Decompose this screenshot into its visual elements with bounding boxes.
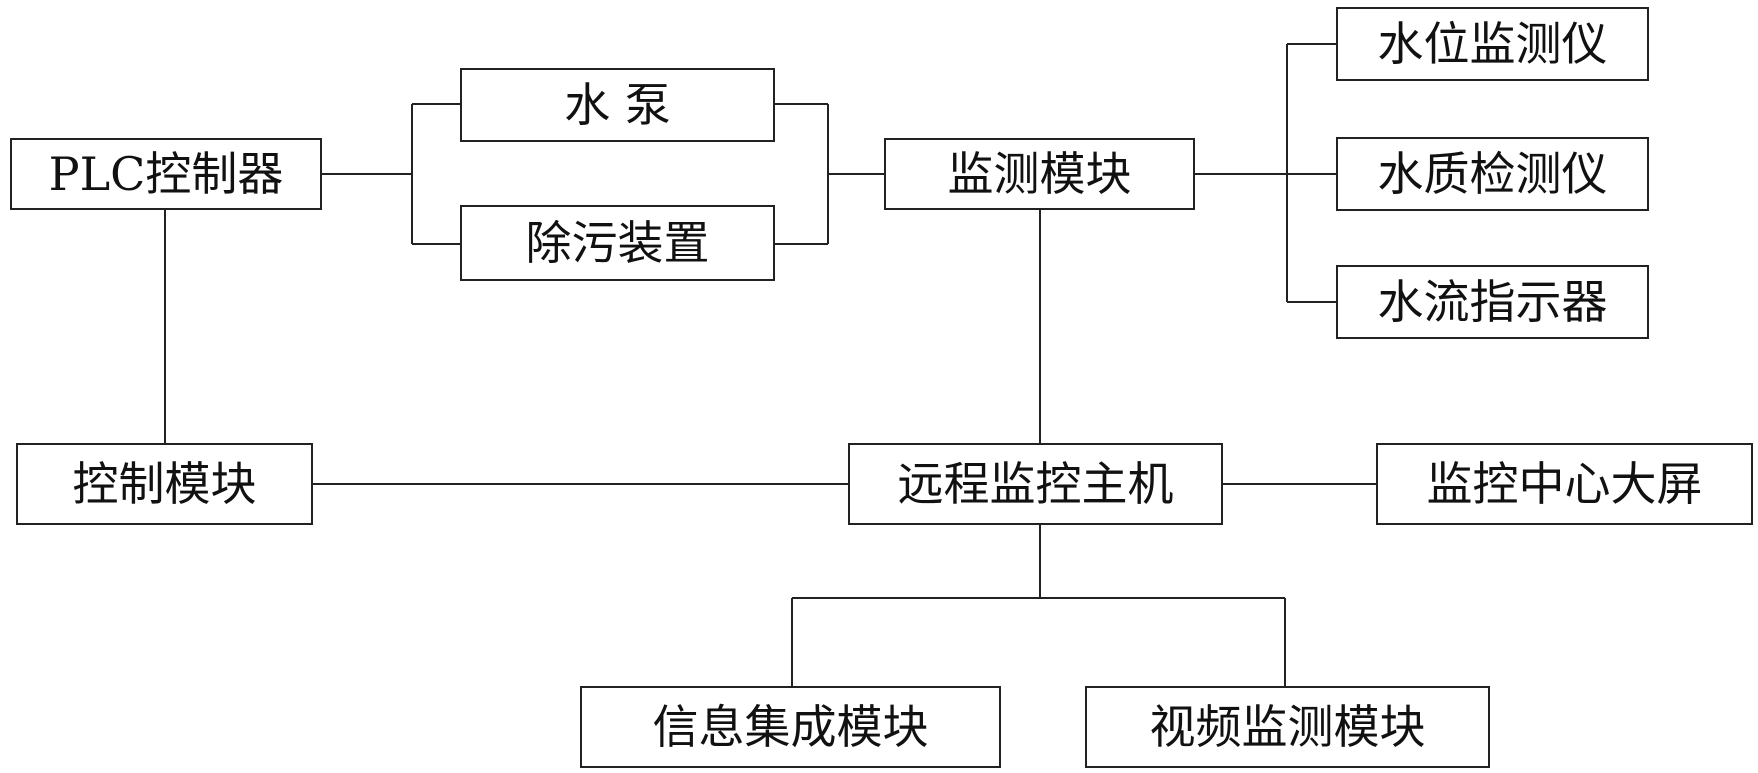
monitoring-center-screen-box: 监控中心大屏 xyxy=(1376,443,1753,525)
info-integration-module-label: 信息集成模块 xyxy=(652,700,929,754)
monitoring-center-screen-label: 监控中心大屏 xyxy=(1426,457,1703,511)
water-flow-indicator-label: 水流指示器 xyxy=(1377,275,1608,329)
plc-controller-label: PLC控制器 xyxy=(48,147,284,201)
decontamination-device-box: 除污装置 xyxy=(460,205,775,281)
plc-controller-box: PLC控制器 xyxy=(10,138,322,210)
control-module-label: 控制模块 xyxy=(72,457,257,511)
video-monitoring-module-box: 视频监测模块 xyxy=(1085,686,1490,768)
monitoring-module-label: 监测模块 xyxy=(947,147,1132,201)
water-pump-box: 水 泵 xyxy=(460,68,775,142)
video-monitoring-module-label: 视频监测模块 xyxy=(1149,700,1426,754)
water-pump-label: 水 泵 xyxy=(564,78,671,132)
remote-monitoring-host-label: 远程监控主机 xyxy=(897,457,1174,511)
decontamination-device-label: 除污装置 xyxy=(525,216,710,270)
info-integration-module-box: 信息集成模块 xyxy=(580,686,1001,768)
water-level-monitor-box: 水位监测仪 xyxy=(1336,7,1649,81)
remote-monitoring-host-box: 远程监控主机 xyxy=(848,443,1223,525)
monitoring-module-box: 监测模块 xyxy=(884,138,1195,210)
water-quality-tester-label: 水质检测仪 xyxy=(1377,147,1608,201)
water-quality-tester-box: 水质检测仪 xyxy=(1336,137,1649,211)
water-flow-indicator-box: 水流指示器 xyxy=(1336,265,1649,339)
control-module-box: 控制模块 xyxy=(16,443,313,525)
water-level-monitor-label: 水位监测仪 xyxy=(1377,17,1608,71)
